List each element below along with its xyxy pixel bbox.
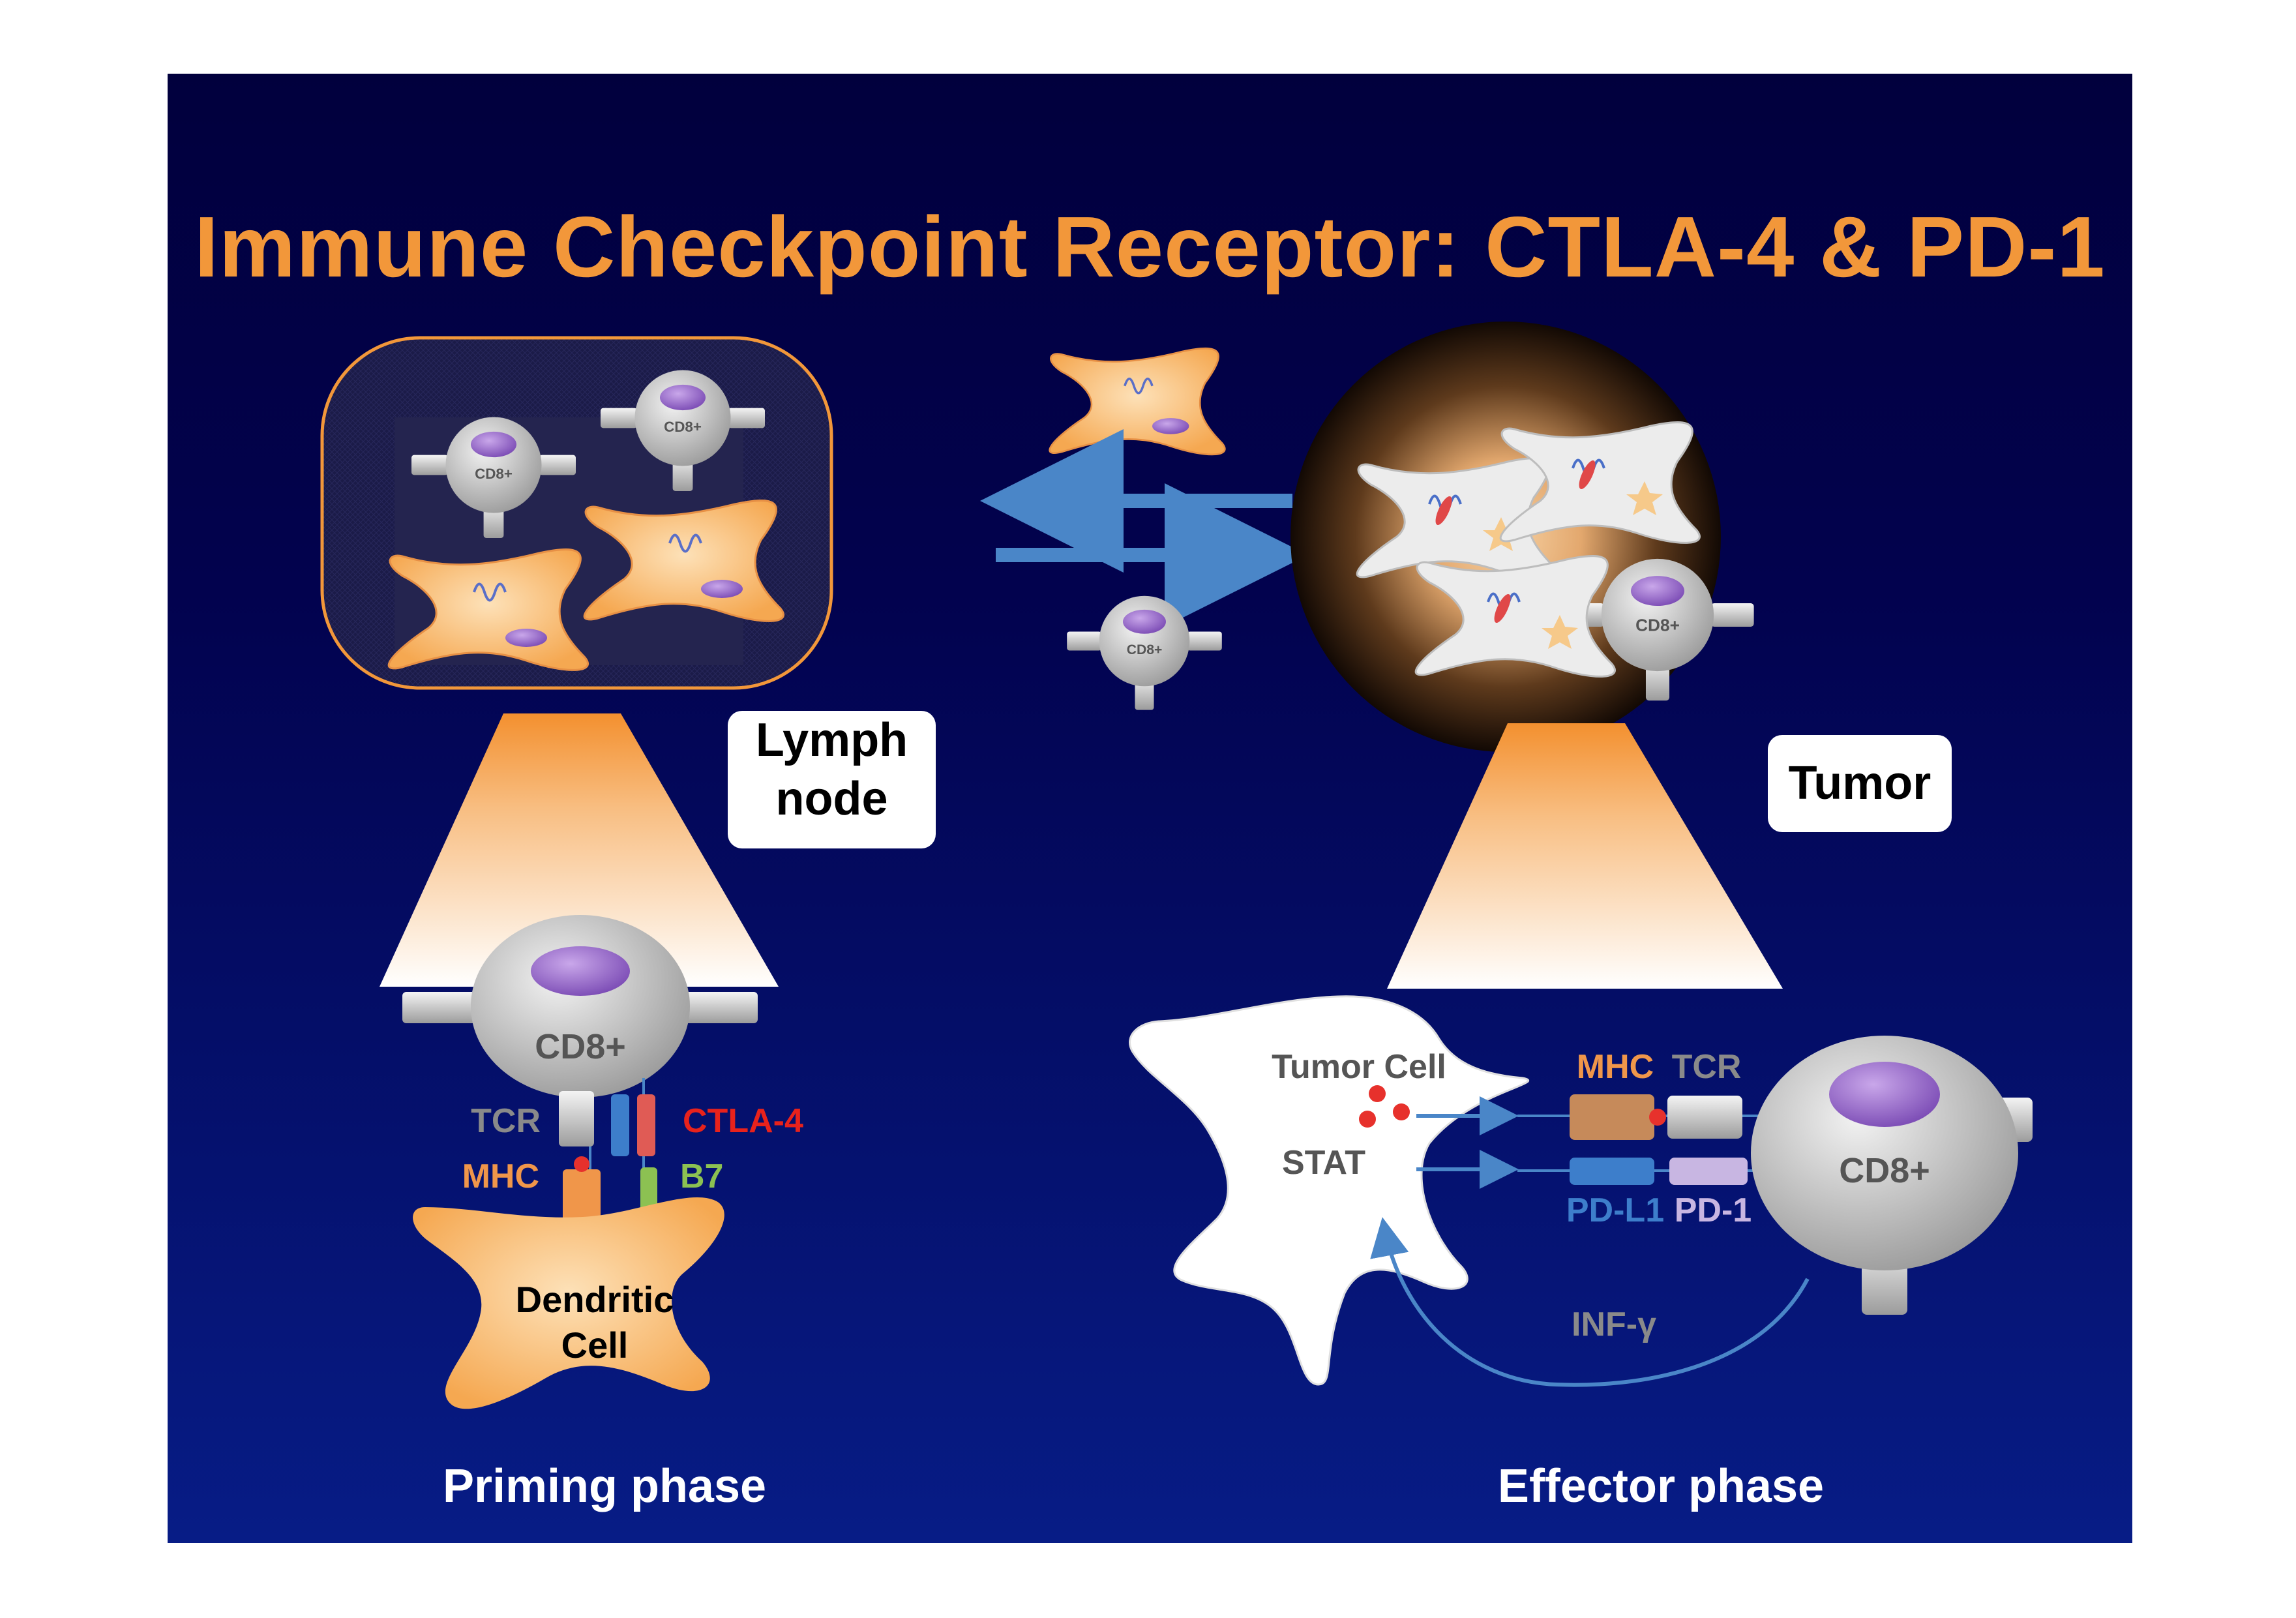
priming-b7-label: B7 <box>680 1158 723 1195</box>
lymph-node-line-1: Lymph <box>755 714 908 766</box>
priming-zoom-cone <box>380 713 779 987</box>
diagram-canvas: CD8+ CD8+ <box>320 322 2033 1409</box>
effector-pd1-receptor <box>1669 1158 1748 1185</box>
priming-cd8-cell: CD8+ <box>402 915 758 1098</box>
effector-tumor-cell <box>1129 995 1529 1386</box>
lymph-node-label: Lymph node <box>728 711 936 848</box>
effector-pdl1-molecule <box>1570 1158 1654 1185</box>
priming-tcr-label: TCR <box>471 1102 541 1140</box>
tumor-cell-4 <box>1414 555 1616 678</box>
pd1-label: PD-1 <box>1675 1191 1752 1229</box>
effector-mhc-molecule <box>1570 1094 1654 1140</box>
priming-ctla4-receptor <box>637 1094 655 1156</box>
infg-label: INF-γ <box>1572 1306 1656 1343</box>
svg-text:CD8+: CD8+ <box>664 419 702 435</box>
priming-cd28-receptor <box>611 1094 629 1156</box>
effector-tcr-receptor <box>1667 1096 1742 1139</box>
effector-phase-label: Effector phase <box>1497 1460 1825 1512</box>
lymph-cd8-cell-2: CD8+ <box>601 370 765 491</box>
lymph-dendritic-cell-2 <box>583 500 784 622</box>
priming-phase-label: Priming phase <box>442 1460 767 1512</box>
migrating-dendritic-cell <box>1049 347 1226 456</box>
svg-text:CD8+: CD8+ <box>1635 616 1680 635</box>
slide: CD8+ CD8+ <box>168 74 2132 1543</box>
stat-dot-3 <box>1393 1103 1410 1120</box>
stat-dot-1 <box>1369 1085 1386 1102</box>
stat-label: STAT <box>1282 1144 1365 1182</box>
pdl1-label: PD-L1 <box>1566 1191 1664 1229</box>
effector-antigen-dot <box>1649 1109 1666 1126</box>
infg-feedback-arrow <box>1370 1217 1810 1387</box>
svg-text:CD8+: CD8+ <box>475 466 513 482</box>
priming-cd8-label: CD8+ <box>535 1027 626 1066</box>
lymph-node-line-2: node <box>775 773 888 825</box>
svg-text:CD8+: CD8+ <box>1127 642 1163 657</box>
priming-mhc-molecule <box>563 1169 601 1225</box>
tumor-cell-label: Tumor Cell <box>1272 1048 1446 1086</box>
priming-mhc-label: MHC <box>462 1158 539 1195</box>
dendritic-cell-label: Dendritic Cell <box>515 1279 674 1366</box>
priming-tcr-receptor <box>559 1091 594 1146</box>
effector-mhc-label: MHC <box>1577 1048 1654 1086</box>
tumor-label: Tumor <box>1768 735 1952 832</box>
lymph-cd8-cell-1: CD8+ <box>411 417 576 538</box>
priming-dendritic-cell <box>413 1197 724 1409</box>
effector-cd8-cell: CD8+ <box>1751 1036 2033 1315</box>
tumor-cell-2 <box>1499 421 1701 544</box>
lymph-dendritic-cell-1 <box>387 548 589 671</box>
effector-cd8-label: CD8+ <box>1839 1151 1930 1190</box>
slide-title: Immune Checkpoint Receptor: CTLA-4 & PD-… <box>194 199 2106 295</box>
priming-antigen-dot <box>574 1156 589 1172</box>
stat-dot-2 <box>1359 1111 1376 1128</box>
priming-ctla4-label: CTLA-4 <box>683 1102 803 1140</box>
effector-zoom-cone <box>1387 723 1783 989</box>
effector-tcr-label: TCR <box>1672 1048 1742 1086</box>
migrating-cd8-cell: CD8+ <box>1067 595 1222 710</box>
